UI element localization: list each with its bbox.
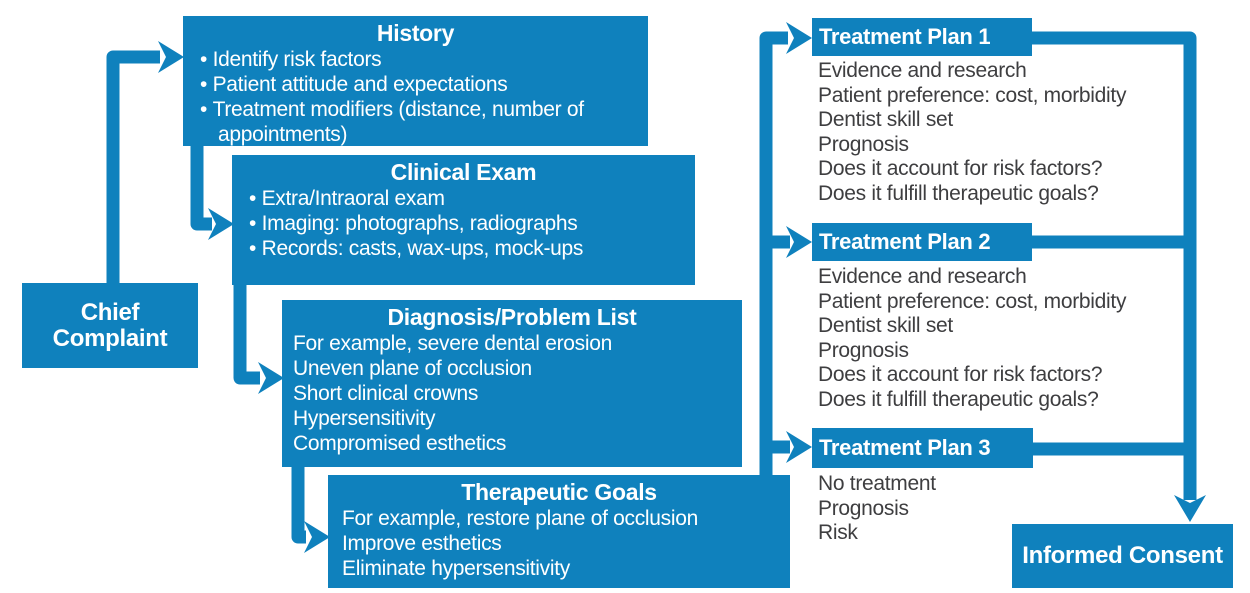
treatment-plan-1-line: Dentist skill set (818, 108, 953, 131)
arrowhead-into-plan-2 (786, 226, 812, 258)
line-plan-1-to-consent (1031, 31, 1197, 500)
diagnosis-problem-list-box: Diagnosis/Problem List For example, seve… (282, 300, 742, 467)
diagnosis-line: Uneven plane of occlusion (293, 357, 532, 380)
diagnosis-line: Hypersensitivity (293, 407, 436, 430)
arrowhead-into-informed-consent (1174, 495, 1206, 522)
arrowhead-into-history (158, 41, 184, 73)
history-bullet: Patient attitude and expectations (200, 72, 600, 97)
arrowhead-into-diagnosis (258, 362, 284, 394)
diagnosis-title: Diagnosis/Problem List (387, 304, 637, 330)
history-bullet: Treatment modifiers (distance, number of… (200, 97, 600, 146)
therapeutic-goals-box: Therapeutic Goals For example, restore p… (328, 475, 790, 588)
treatment-plan-3-title: Treatment Plan 3 (819, 435, 991, 460)
treatment-plan-2-line: Does it account for risk factors? (818, 363, 1103, 386)
treatment-plan-3-line: Risk (818, 521, 858, 544)
arrowhead-into-plan-3 (786, 431, 812, 463)
treatment-plan-2-header: Treatment Plan 2 (812, 223, 1032, 261)
line-clinical-exam-to-diagnosis (233, 279, 260, 385)
informed-consent-title: Informed Consent (1022, 542, 1223, 569)
treatment-plan-2-line: Does it fulfill therapeutic goals? (818, 387, 1099, 411)
line-chief-to-history (106, 50, 160, 287)
clinical-exam-list: Extra/Intraoral examImaging: photographs… (232, 185, 695, 261)
treatment-plan-2-title: Treatment Plan 2 (819, 229, 991, 254)
clinical-exam-bullet: Records: casts, wax-ups, mock-ups (249, 236, 685, 261)
clinical-exam-bullet: Imaging: photographs, radiographs (249, 211, 685, 236)
chief-complaint-title: Chief Complaint (52, 298, 168, 352)
line-diagnosis-to-goals (291, 462, 306, 544)
diagnosis-line: Compromised esthetics (293, 432, 507, 455)
chief-complaint-box: Chief Complaint (22, 283, 198, 368)
treatment-plan-1-line: Patient preference: cost, morbidity (818, 83, 1127, 107)
clinical-exam-bullet: Extra/Intraoral exam (249, 186, 685, 211)
treatment-plan-2-line: Dentist skill set (818, 314, 953, 337)
therapeutic-goal-line: Improve esthetics (342, 532, 502, 555)
arrowhead-into-plan-1 (786, 22, 812, 54)
line-goals-to-plans-trunk (759, 31, 788, 480)
treatment-plan-1-line: Does it account for risk factors? (818, 157, 1103, 180)
line-history-to-clinical-exam (190, 140, 212, 231)
therapeutic-goal-line: For example, restore plane of occlusion (342, 507, 698, 530)
diagnosis-line: For example, severe dental erosion (293, 332, 612, 355)
informed-consent-box: Informed Consent (1012, 524, 1233, 588)
clinical-exam-title: Clinical Exam (390, 159, 537, 185)
therapeutic-goal-line: Eliminate hypersensitivity (342, 557, 570, 580)
diagnosis-line: Short clinical crowns (293, 382, 479, 405)
history-list: Identify risk factorsPatient attitude an… (183, 46, 648, 146)
arrowhead-into-clinical-exam (208, 208, 234, 240)
treatment-plan-1-title: Treatment Plan 1 (819, 24, 991, 49)
treatment-plan-1-header: Treatment Plan 1 (812, 18, 1032, 56)
arrowhead-into-goals (304, 521, 330, 553)
therapeutic-goals-title: Therapeutic Goals (461, 479, 657, 505)
treatment-plan-3-line: No treatment (818, 472, 936, 495)
treatment-plan-2-line: Patient preference: cost, morbidity (818, 289, 1127, 313)
treatment-plan-2-line: Evidence and research (818, 265, 1027, 288)
treatment-plan-3-line: Prognosis (818, 496, 909, 520)
clinical-exam-box: Clinical Exam Extra/Intraoral examImagin… (232, 155, 695, 285)
treatment-plan-2-line: Prognosis (818, 338, 909, 362)
treatment-plan-3-header: Treatment Plan 3 (812, 428, 1033, 468)
history-box: History Identify risk factorsPatient att… (183, 16, 648, 146)
history-title: History (376, 20, 455, 46)
treatment-plan-1-line: Evidence and research (818, 59, 1027, 82)
history-bullet: Identify risk factors (200, 47, 600, 72)
treatment-plan-1-line: Prognosis (818, 132, 909, 156)
treatment-plan-1-line: Does it fulfill therapeutic goals? (818, 181, 1099, 205)
